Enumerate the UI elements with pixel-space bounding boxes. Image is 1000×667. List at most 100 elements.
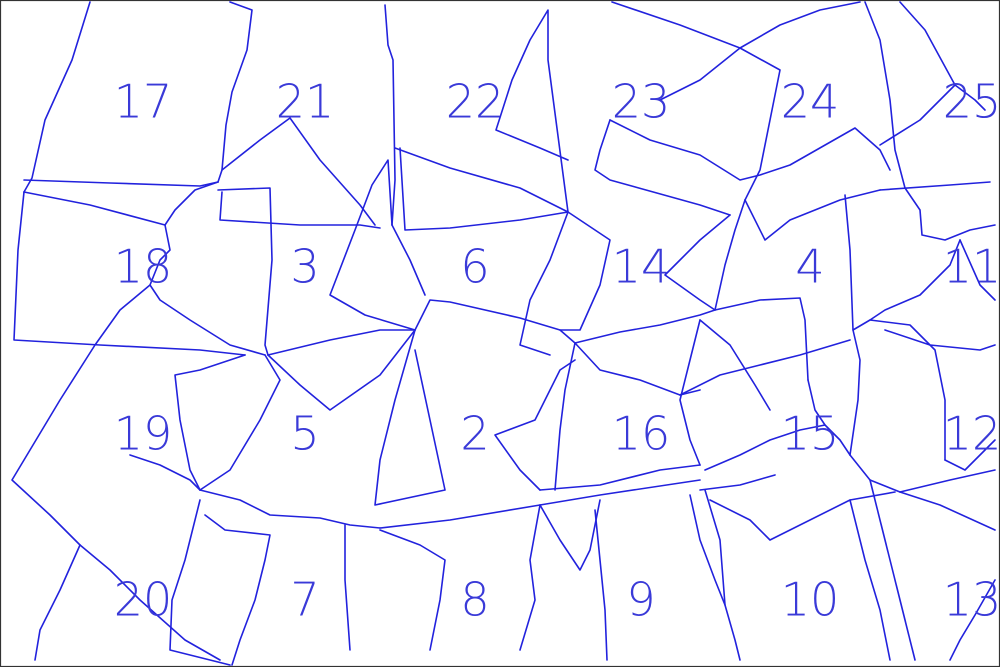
tile-outline <box>959 239 996 301</box>
tile-outline <box>217 187 273 356</box>
tile-outline <box>849 454 901 493</box>
tile-outline <box>379 479 701 529</box>
tile-outline <box>704 489 741 661</box>
tile-outline <box>174 354 246 491</box>
tile-number-label: 12 <box>943 407 1000 461</box>
tile-number-label: 22 <box>446 75 505 129</box>
tile-labels: 17 21 22 23 24 25 18 3 6 14 4 11 19 5 2 16 15 12 20 7 8 9 10 13 <box>114 75 1000 627</box>
tile-outline <box>199 489 381 529</box>
tile-outline <box>849 499 891 661</box>
tile-outline <box>714 199 746 311</box>
tile-number-label: 18 <box>114 240 173 294</box>
tile-outline <box>594 119 731 216</box>
tile-outline <box>11 344 96 546</box>
tile-outline <box>709 491 896 541</box>
tile-outline <box>374 329 446 506</box>
tile-outline <box>879 181 991 191</box>
tile-number-label: 16 <box>612 407 671 461</box>
tile-number-label: 14 <box>612 240 671 294</box>
tile-outline <box>129 454 201 491</box>
tile-number-label: 25 <box>943 75 1000 129</box>
tile-outline <box>849 329 861 456</box>
tile-outline <box>344 524 351 651</box>
tile-number-label: 21 <box>276 75 335 129</box>
tile-outline <box>414 299 576 344</box>
tile-outline <box>149 224 266 356</box>
tile-outline <box>904 187 996 241</box>
tile-number-label: 7 <box>290 573 319 627</box>
tile-outline <box>391 224 426 296</box>
tile-outline <box>807 379 851 456</box>
tile-outline <box>519 504 541 651</box>
tile-number-label: 19 <box>114 407 173 461</box>
tile-outline <box>899 491 996 531</box>
tile-outline <box>217 1 253 183</box>
tile-outline <box>594 509 608 661</box>
tile-outline <box>13 191 246 356</box>
tile-number-label: 17 <box>114 75 173 129</box>
tile-outline <box>664 214 731 311</box>
tile-number-label: 24 <box>781 75 840 129</box>
tile-outline <box>219 191 381 229</box>
tile-number-label: 11 <box>943 240 1000 294</box>
tile-outline <box>399 147 569 231</box>
tile-number-label: 9 <box>626 573 655 627</box>
tile-outline <box>739 1 861 49</box>
tile-number-label: 15 <box>781 407 840 461</box>
tile-outline <box>679 339 851 396</box>
tile-outline <box>869 319 946 461</box>
tile-outline <box>704 424 826 471</box>
tile-outline <box>79 544 221 661</box>
tile-outline <box>34 544 81 661</box>
tile-outline <box>267 329 416 356</box>
tile-outline <box>869 479 916 661</box>
tile-outline <box>329 159 416 331</box>
tile-outline <box>714 297 809 381</box>
tile-outline <box>204 514 271 666</box>
tile-outline <box>611 1 781 201</box>
tile-outline <box>94 284 151 346</box>
tile-outline <box>609 119 891 181</box>
tile-outline <box>659 47 741 101</box>
tile-outline <box>379 529 446 651</box>
tile-number-label: 5 <box>290 407 319 461</box>
tile-outline <box>699 319 771 411</box>
tile-outline <box>574 309 716 344</box>
tile-number-label: 4 <box>795 240 824 294</box>
tile-outline <box>23 181 219 226</box>
tile-outline <box>554 342 576 491</box>
tile-outline <box>944 439 996 471</box>
tile-number-label: 3 <box>290 240 319 294</box>
tile-outline <box>494 359 576 491</box>
tile-outline <box>844 194 961 331</box>
tile-outline <box>689 494 726 606</box>
tile-outline <box>267 329 416 411</box>
tile-outline <box>394 9 569 213</box>
tile-number-label: 20 <box>114 573 173 627</box>
tile-number-label: 10 <box>781 573 840 627</box>
tile-outline <box>699 474 776 491</box>
tile-outline <box>949 579 996 661</box>
tile-outline <box>384 4 396 226</box>
tile-outline <box>574 342 701 396</box>
tile-outline <box>519 211 569 356</box>
tile-number-label: 2 <box>460 407 489 461</box>
tile-outline <box>221 117 376 226</box>
tile-number-label: 6 <box>460 240 489 294</box>
tile-outline <box>23 179 219 187</box>
tile-outline <box>539 499 601 571</box>
tile-outlines <box>11 1 996 666</box>
tile-number-label: 8 <box>460 573 489 627</box>
tile-outline <box>954 84 986 111</box>
tile-outline <box>884 329 996 351</box>
tile-outline <box>199 354 281 491</box>
tile-outline <box>539 464 701 491</box>
tile-number-label: 13 <box>943 573 1000 627</box>
tile-outline <box>679 319 701 466</box>
tile-number-label: 23 <box>612 75 671 129</box>
tile-outline <box>23 1 91 193</box>
tile-outline <box>899 469 996 493</box>
tile-outline <box>744 189 881 241</box>
